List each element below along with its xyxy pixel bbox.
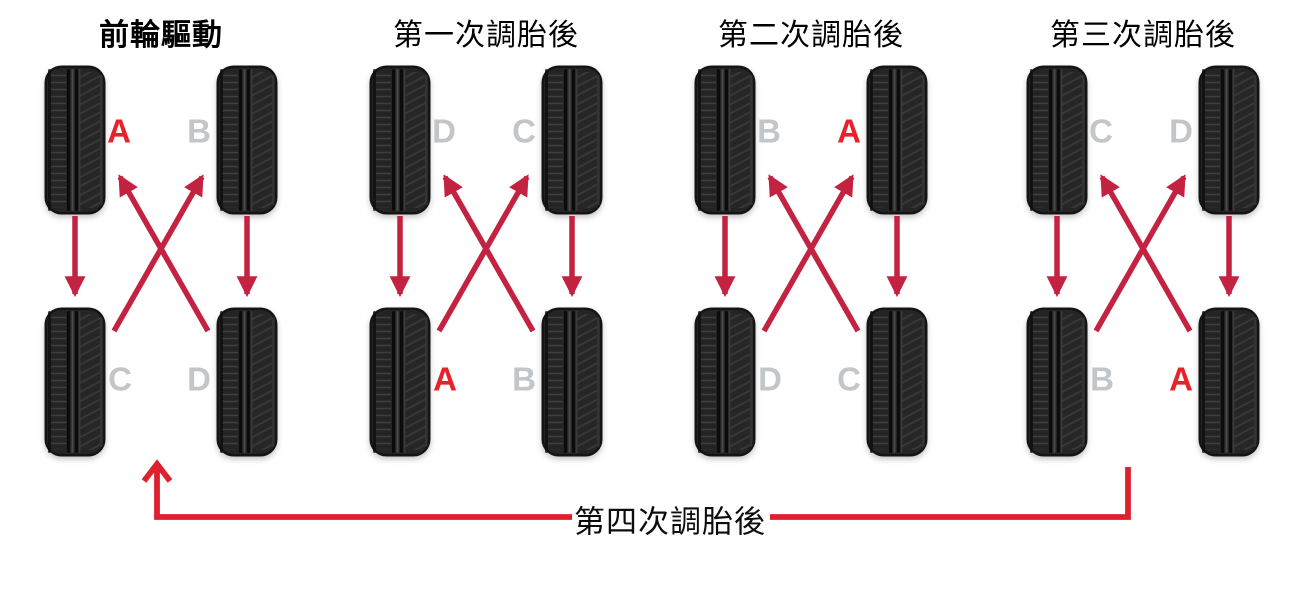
tire-label-front-left: C — [1089, 112, 1113, 150]
tire-label-front-left: B — [757, 112, 781, 150]
panel-after-third-rotation: 第三次調胎後 C D B A — [983, 0, 1296, 540]
tire-label-rear-right: C — [837, 360, 861, 398]
panel-title: 第二次調胎後 — [718, 19, 904, 52]
panel-title: 前輪驅動 — [99, 19, 223, 52]
rotation-arrows — [1046, 174, 1240, 333]
tire-label-front-right: B — [187, 112, 211, 150]
tire-label-front-right: A — [837, 112, 861, 150]
rotation-arrows — [64, 174, 258, 333]
tire-label-front-left: D — [432, 112, 456, 150]
panel-title: 第三次調胎後 — [1050, 19, 1236, 52]
tire-label-front-right: D — [1169, 112, 1193, 150]
tire-label-rear-right: D — [187, 360, 211, 398]
tire-label-rear-right: A — [1169, 360, 1193, 398]
tire-label-rear-right: B — [512, 360, 536, 398]
panel-after-first-rotation: 第一次調胎後 D C A B — [326, 0, 646, 540]
fourth-rotation-label: 第四次調胎後 — [574, 504, 766, 540]
rotation-arrows — [714, 174, 908, 333]
panel-front-wheel-drive: 前輪驅動 A B C D — [1, 0, 321, 540]
tire-label-rear-left: D — [758, 360, 782, 398]
rotation-arrows — [389, 174, 583, 333]
panel-title: 第一次調胎後 — [393, 19, 579, 52]
tire-label-front-right: C — [512, 112, 536, 150]
tire-label-rear-left: B — [1090, 360, 1114, 398]
tire-label-front-left: A — [107, 112, 131, 150]
tire-label-rear-left: A — [433, 360, 457, 398]
tire-label-rear-left: C — [108, 360, 132, 398]
panel-after-second-rotation: 第二次調胎後 B A D C — [651, 0, 971, 540]
